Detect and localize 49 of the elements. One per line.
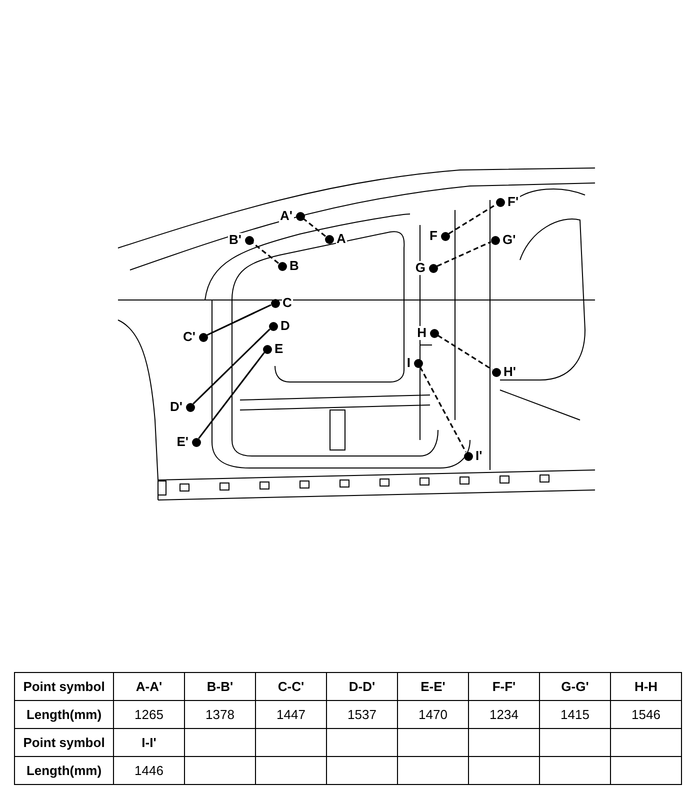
table-cell: 1234 <box>468 700 540 728</box>
point-label: I' <box>474 449 484 463</box>
measurement-line <box>192 328 270 404</box>
point-label: G <box>414 261 426 275</box>
point-label: F' <box>506 195 520 209</box>
table-cell: 1378 <box>184 700 256 728</box>
table-cell: F-F' <box>468 672 540 700</box>
point-label: G' <box>502 233 517 247</box>
table-cell: G-G' <box>540 672 610 700</box>
point-label: C <box>282 296 293 310</box>
table-cell: E-E' <box>398 672 468 700</box>
table-cell: 1265 <box>114 700 184 728</box>
point-label: H' <box>502 365 517 379</box>
table-cell: C-C' <box>256 672 326 700</box>
table-cell: B-B' <box>184 672 256 700</box>
measurement-line <box>198 352 265 439</box>
point-label: D <box>280 319 291 333</box>
point-label: D' <box>169 400 184 414</box>
table-cell: 1470 <box>398 700 468 728</box>
point-label: H <box>416 326 428 340</box>
point-label: C' <box>182 330 196 344</box>
point-label: E <box>274 342 284 356</box>
measurement-line <box>252 242 279 264</box>
table-cell: Length(mm) <box>14 756 114 784</box>
point-label: I <box>406 356 412 370</box>
point-label: A' <box>279 209 294 223</box>
table-cell: D-D' <box>326 672 398 700</box>
point-label: B <box>288 259 300 273</box>
table-cell: 1546 <box>610 700 682 728</box>
table-cell: 1415 <box>540 700 610 728</box>
table-cell: H-H <box>610 672 682 700</box>
table-cell: 1447 <box>256 700 326 728</box>
point-label: B' <box>228 233 242 247</box>
table-cell: Point symbol <box>14 672 114 700</box>
point-label: F <box>428 229 438 243</box>
table-cell: Length(mm) <box>14 700 114 728</box>
measurement-line <box>437 334 493 370</box>
table-cell: Point symbol <box>14 728 114 756</box>
point-label: E' <box>176 435 190 449</box>
measurement-line <box>436 241 492 267</box>
measurement-line <box>206 304 272 336</box>
point-label: A <box>336 232 347 246</box>
measurement-line <box>448 204 497 234</box>
measurement-line <box>419 366 467 452</box>
table-cell: I-I' <box>114 728 184 756</box>
table-cell: 1537 <box>326 700 398 728</box>
table-cell: A-A' <box>114 672 184 700</box>
table-cell: 1446 <box>114 756 184 784</box>
measurement-line <box>303 218 326 237</box>
